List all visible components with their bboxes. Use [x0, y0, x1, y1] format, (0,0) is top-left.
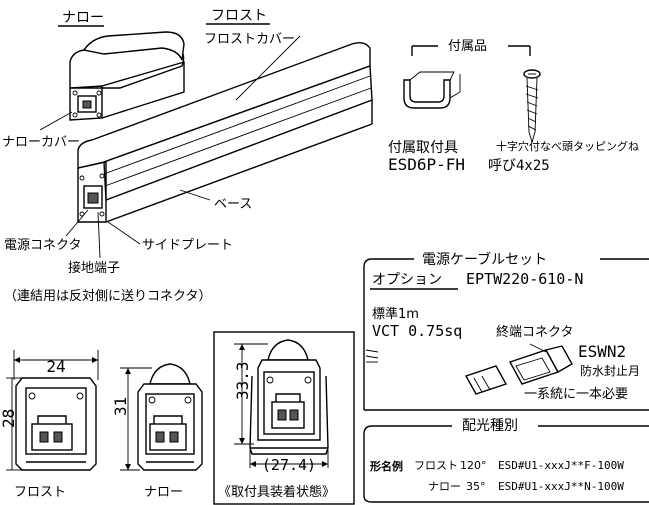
- waterproof-label: 防水封止月: [580, 363, 640, 378]
- narrow-title: ナロー: [62, 10, 104, 26]
- mounted-section: [213, 331, 355, 505]
- standard-length: 標準1m: [372, 306, 419, 322]
- one-per-system: 一系統に一本必要: [524, 387, 628, 402]
- frost-fixture: [77, 41, 373, 223]
- narrow-cover-label: ナローカバー: [2, 135, 80, 150]
- cable-type: VCT 0.75sq: [372, 322, 462, 340]
- row-narrow-angle: 35°: [466, 480, 486, 493]
- power-connector-label: 電源コネクタ: [4, 238, 81, 253]
- bracket-illustration: [403, 71, 461, 109]
- ground-terminal-label: 接地端子: [68, 260, 120, 276]
- bracket-name: 付属取付具: [388, 140, 458, 156]
- row-frost-angle: 120°: [460, 459, 487, 472]
- frost-section-label: フロスト: [14, 485, 66, 500]
- dim-width: 24: [46, 357, 65, 376]
- screw-illustration: [523, 69, 541, 144]
- narrow-section: [120, 363, 203, 471]
- dim-height-mounted: 33.3: [233, 361, 252, 400]
- bracket-code: ESD6P-FH: [388, 155, 465, 174]
- row-frost-type: フロスト: [414, 459, 458, 472]
- option-code: EPTW220-610-N: [466, 270, 583, 288]
- dim-height-frost: 28: [0, 409, 18, 428]
- frost-section: [6, 350, 99, 471]
- row-narrow-code: ESD#U1-xxxJ**N-100W: [498, 480, 624, 493]
- mounted-section-label: 《取付具装着状態》: [218, 484, 335, 500]
- frost-cover-label: フロストカバー: [204, 32, 295, 47]
- base-label: ベース: [214, 197, 252, 212]
- dim-width-mounted: (27.4): [262, 456, 316, 474]
- frost-title: フロスト: [211, 8, 267, 24]
- cable-illustration: [365, 343, 573, 397]
- connection-note: （連結用は反対側に送りコネクタ）: [4, 289, 211, 304]
- row-frost-code: ESD#U1-xxxJ**F-100W: [498, 459, 624, 472]
- screw-size: 呼び4x25: [488, 158, 550, 174]
- row-narrow-type: ナロー: [428, 480, 461, 493]
- model-example-label: 形名例: [370, 459, 403, 473]
- distribution-header: 配光種別: [462, 418, 518, 434]
- narrow-fixture: [69, 31, 185, 121]
- narrow-section-label: ナロー: [144, 485, 183, 500]
- end-connector-label: 終端コネクタ: [496, 324, 573, 340]
- end-connector-code: ESWN2: [578, 342, 626, 361]
- screw-name: 十字穴付なべ頭タッピングね: [496, 139, 639, 153]
- cable-set-header: 電源ケーブルセット: [422, 251, 547, 268]
- cable-set-box: [363, 258, 649, 411]
- accessories-header: 付属品: [448, 39, 487, 54]
- dim-height-narrow: 31: [111, 397, 130, 416]
- distribution-box: [363, 425, 649, 503]
- side-plate-label: サイドプレート: [142, 238, 233, 253]
- option-label: オプション: [372, 272, 442, 288]
